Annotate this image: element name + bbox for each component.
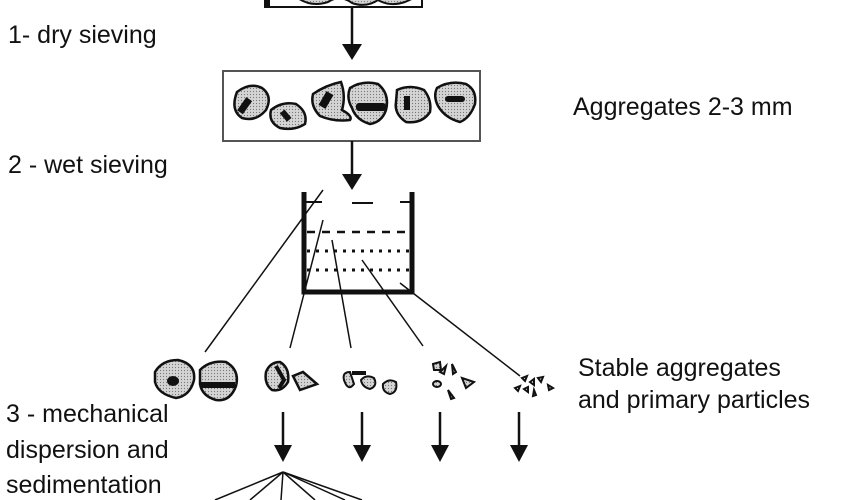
fraction-micro-aggregates	[431, 360, 477, 401]
aggregate-shape	[347, 81, 389, 126]
sedimentation-fan-lines	[214, 471, 363, 500]
step-2-label: 2 - wet sieving	[8, 151, 168, 179]
arrow-down-icon	[342, 8, 362, 60]
aggregate-shape	[269, 102, 307, 131]
aggregates-box	[222, 70, 481, 142]
fraction-large-stable-aggregates	[153, 358, 239, 402]
separation-lines	[204, 189, 521, 377]
aggregate-shape	[311, 80, 352, 122]
step-3-label-line-3: sedimentation	[6, 471, 162, 499]
soil-sample-box	[264, 0, 423, 8]
arrow-down-icon	[342, 141, 362, 190]
fraction-medium-aggregates	[264, 360, 320, 392]
aggregate-shape	[394, 85, 432, 124]
step-3-label-line-1: 3 - mechanical	[6, 400, 169, 428]
wet-sieve-beaker	[301, 192, 415, 295]
stable-aggregates-label-line-2: and primary particles	[578, 386, 811, 414]
fraction-primary-particles	[513, 374, 556, 398]
fraction-small-aggregates	[342, 370, 398, 396]
aggregate-shape	[233, 84, 270, 121]
arrow-down-icon	[274, 412, 292, 462]
aggregates-size-label: Aggregates 2-3 mm	[573, 93, 793, 121]
step-1-label: 1- dry sieving	[8, 21, 157, 49]
aggregate-shape	[434, 81, 477, 124]
step-3-label-line-2: dispersion and	[6, 436, 169, 464]
arrow-down-icon	[510, 412, 528, 462]
arrow-down-icon	[353, 412, 371, 462]
stable-aggregates-label-line-1: Stable aggregates	[578, 354, 781, 382]
arrow-down-icon	[431, 412, 449, 462]
